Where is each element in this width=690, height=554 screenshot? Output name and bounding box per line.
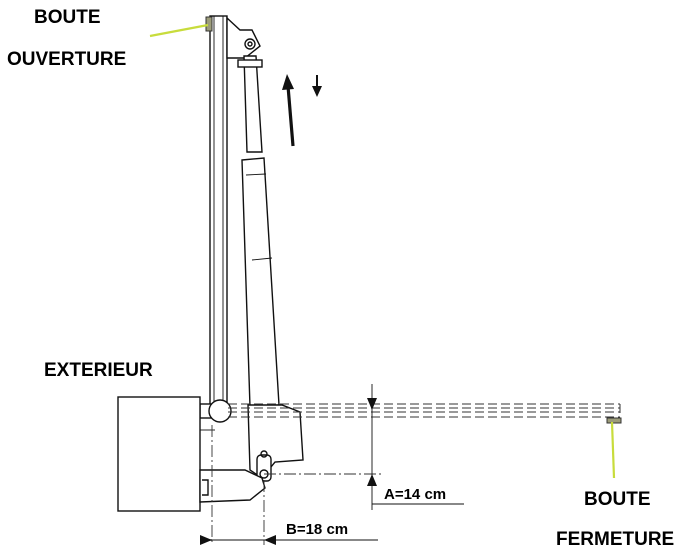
gate-leaf-closed-dashed [228, 403, 621, 418]
actuator-rod [237, 55, 263, 153]
open-stop-leader-line [149, 23, 209, 38]
centre-lines [211, 425, 382, 545]
close-stop-leader-line [610, 421, 616, 479]
dimension-a [367, 384, 464, 510]
close-stop-marker [606, 417, 622, 424]
actuator-motor [247, 404, 304, 482]
gate-leaf-open [209, 15, 228, 409]
movement-arrows [282, 74, 322, 147]
open-stop-marker [205, 16, 213, 32]
leaf-bracket [226, 16, 261, 59]
open-stop-label-line2: OUVERTURE [7, 49, 126, 70]
gate-post [117, 396, 215, 512]
post-bracket [199, 469, 266, 503]
dimension-b [200, 535, 378, 545]
close-stop-label-line1: BOUTE [584, 489, 651, 510]
gate-hinge [199, 399, 232, 423]
close-stop-label-line2: FERMETURE [556, 529, 674, 550]
exterior-label: EXTERIEUR [44, 360, 153, 381]
open-stop-label-line1: BOUTE [34, 7, 101, 28]
dimension-b-label: B=18 cm [286, 521, 348, 538]
actuator-body [241, 157, 280, 408]
dimension-a-label: A=14 cm [384, 486, 446, 503]
